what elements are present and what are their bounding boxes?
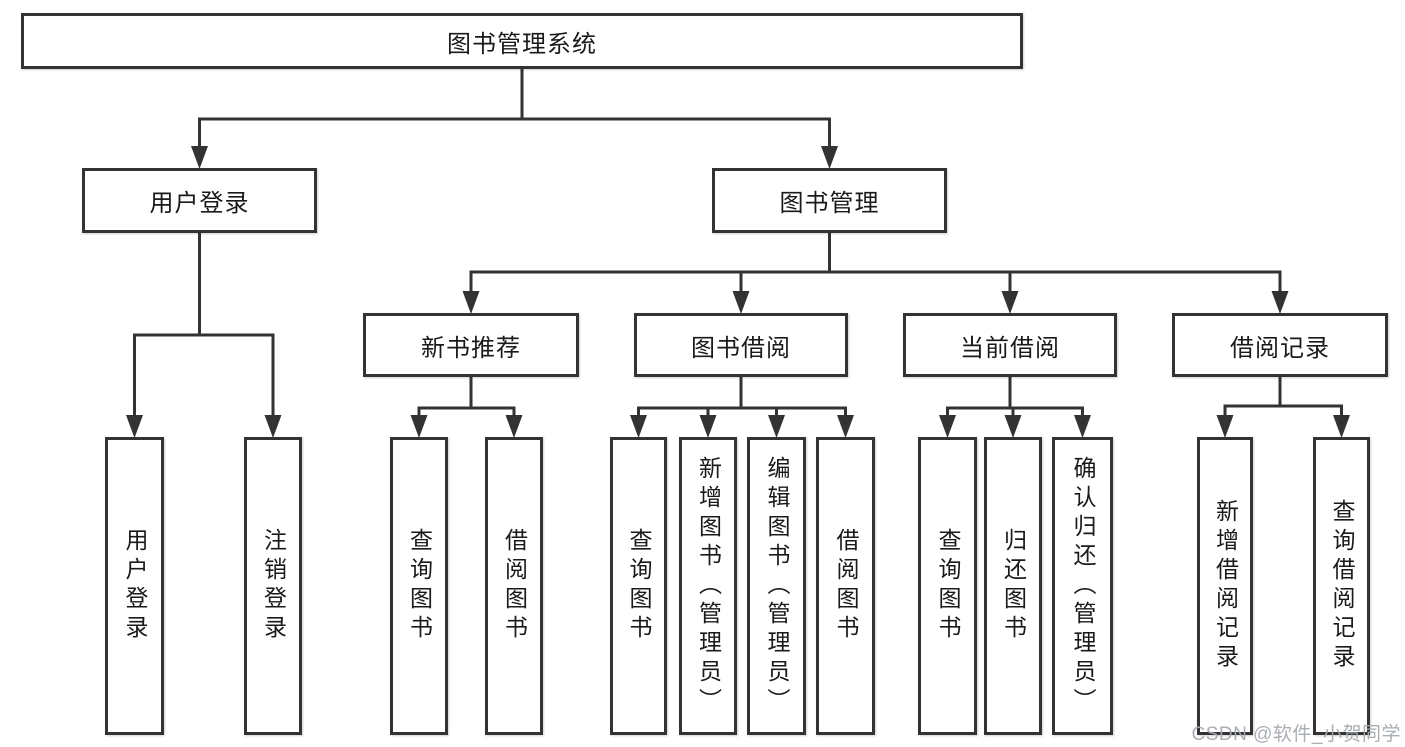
leaf-borrow-books-1: 借阅图书 — [485, 437, 543, 735]
leaf-confirm-return-admin: 确认归还（管理员） — [1052, 437, 1113, 735]
leaf-user-login: 用户登录 — [105, 437, 164, 735]
leaf-edit-books-admin: 编辑图书（管理员） — [747, 437, 806, 735]
leaf-query-books-3: 查询图书 — [918, 437, 977, 735]
node-borrow-records-label: 借阅记录 — [1230, 334, 1330, 362]
leaf-query-books-2: 查询图书 — [610, 437, 667, 735]
leaf-logout: 注销登录 — [244, 437, 302, 735]
leaf-add-books-admin: 新增图书（管理员） — [679, 437, 737, 735]
leaf-query-borrow-record: 查询借阅记录 — [1313, 437, 1370, 735]
leaf-borrow-books-2: 借阅图书 — [816, 437, 875, 735]
node-current-borrow: 当前借阅 — [903, 313, 1117, 377]
leaf-return-books: 归还图书 — [984, 437, 1042, 735]
node-user-login: 用户登录 — [82, 168, 317, 233]
node-root-label: 图书管理系统 — [447, 30, 597, 58]
node-root-library-management-system: 图书管理系统 — [21, 13, 1023, 69]
leaf-query-books-1: 查询图书 — [390, 437, 448, 735]
node-current-borrow-label: 当前借阅 — [960, 334, 1060, 362]
node-book-management-label: 图书管理 — [779, 190, 880, 217]
node-book-borrow-label: 图书借阅 — [691, 334, 791, 362]
node-book-management: 图书管理 — [712, 168, 947, 233]
node-borrow-records: 借阅记录 — [1172, 313, 1388, 377]
node-book-borrow: 图书借阅 — [634, 313, 848, 377]
node-new-book-recommend-label: 新书推荐 — [421, 334, 521, 362]
leaf-add-borrow-record: 新增借阅记录 — [1197, 437, 1253, 735]
node-user-login-label: 用户登录 — [149, 190, 250, 217]
node-new-book-recommend: 新书推荐 — [363, 313, 579, 377]
